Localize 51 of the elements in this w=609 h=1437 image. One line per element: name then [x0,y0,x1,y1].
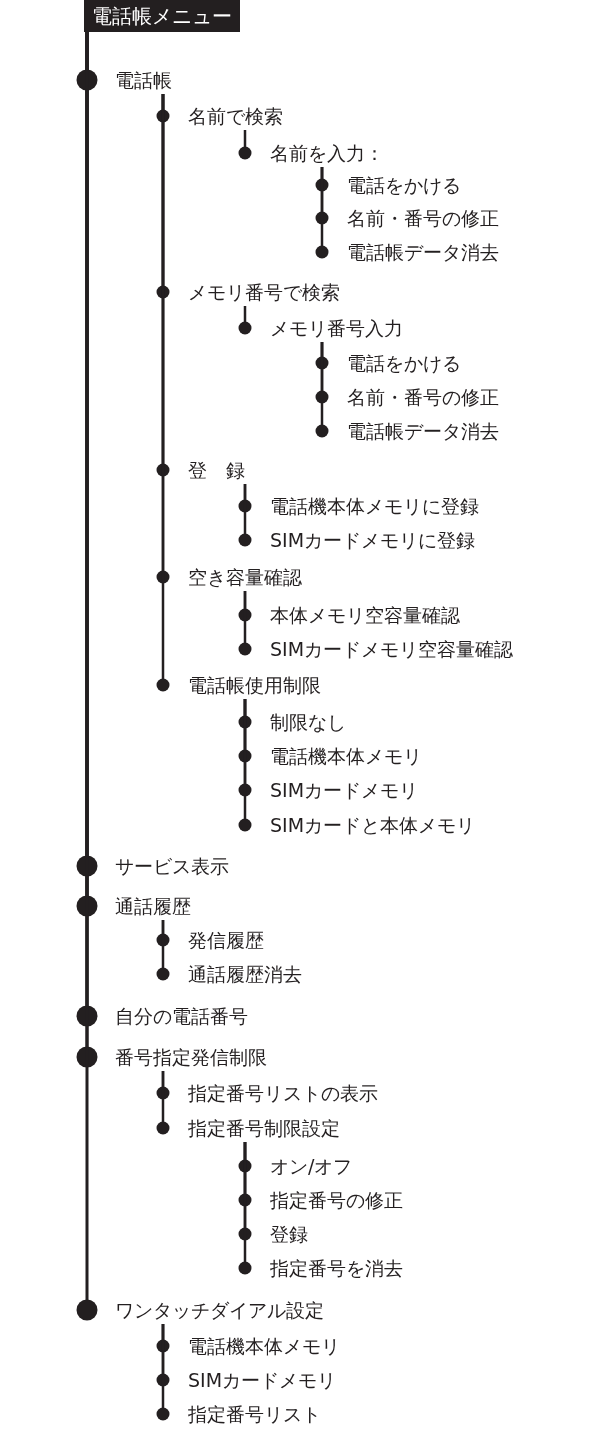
menu-item-label: 電話帳使用制限 [188,673,321,697]
menu-item-label: 電話帳 [115,68,172,92]
menu-item-label: 電話をかける [347,173,461,197]
menu-item-label: サービス表示 [115,854,229,878]
menu-item-label: 指定番号リスト [188,1402,321,1426]
menu-item-label: 指定番号の修正 [270,1188,403,1212]
menu-item-label: 電話をかける [347,351,461,375]
menu-item-label: 電話機本体メモリ [188,1334,340,1358]
menu-item-label: 通話履歴 [115,894,191,918]
menu-item-label: 通話履歴消去 [188,962,302,986]
tree-connector [238,306,252,335]
tree-connector [156,920,170,981]
menu-item-label: 番号指定発信制限 [115,1045,267,1069]
menu-item-label: 空き容量確認 [188,565,302,589]
tree-connector [315,342,329,438]
tree-connector [156,1324,170,1421]
menu-item-label: 本体メモリ空容量確認 [270,603,460,627]
tree-connector [156,94,170,692]
menu-item-label: SIMカードと本体メモリ [270,813,476,837]
menu-item-label: メモリ番号で検索 [188,280,340,304]
menu-title-box: 電話帳メニュー [84,0,240,32]
menu-item-label: 自分の電話番号 [115,1004,248,1028]
tree-connector [238,699,252,832]
menu-item-label: 指定番号リストの表示 [188,1081,378,1105]
tree-connector [315,167,329,259]
menu-item-label: 発信履歴 [188,928,264,952]
menu-item-label: 電話帳データ消去 [347,419,499,443]
tree-connector [238,591,252,656]
menu-item-label: 名前・番号の修正 [347,385,499,409]
menu-item-label: 電話帳データ消去 [347,240,499,264]
tree-connector [238,1142,252,1275]
menu-item-label: 登 録 [188,458,245,482]
menu-item-label: ワンタッチダイアル設定 [115,1298,324,1322]
tree-connector [156,1071,170,1135]
tree-connector [238,130,252,160]
menu-item-label: 電話機本体メモリに登録 [270,494,479,518]
menu-item-label: 名前を入力： [270,141,384,165]
menu-item-label: 登録 [270,1222,308,1246]
menu-item-label: SIMカードメモリに登録 [270,528,476,552]
menu-item-label: 名前・番号の修正 [347,206,499,230]
menu-item-label: 名前で検索 [188,104,283,128]
tree-connector [238,484,252,547]
menu-item-label: 制限なし [270,710,346,734]
menu-item-label: SIMカードメモリ [270,778,419,802]
menu-item-label: オン/オフ [270,1154,353,1178]
menu-item-label: 指定番号を消去 [270,1256,403,1280]
menu-item-label: SIMカードメモリ [188,1368,337,1392]
menu-item-label: 指定番号制限設定 [188,1116,340,1140]
menu-item-label: 電話機本体メモリ [270,744,422,768]
menu-item-label: メモリ番号入力 [270,316,403,340]
menu-item-label: SIMカードメモリ空容量確認 [270,637,514,661]
